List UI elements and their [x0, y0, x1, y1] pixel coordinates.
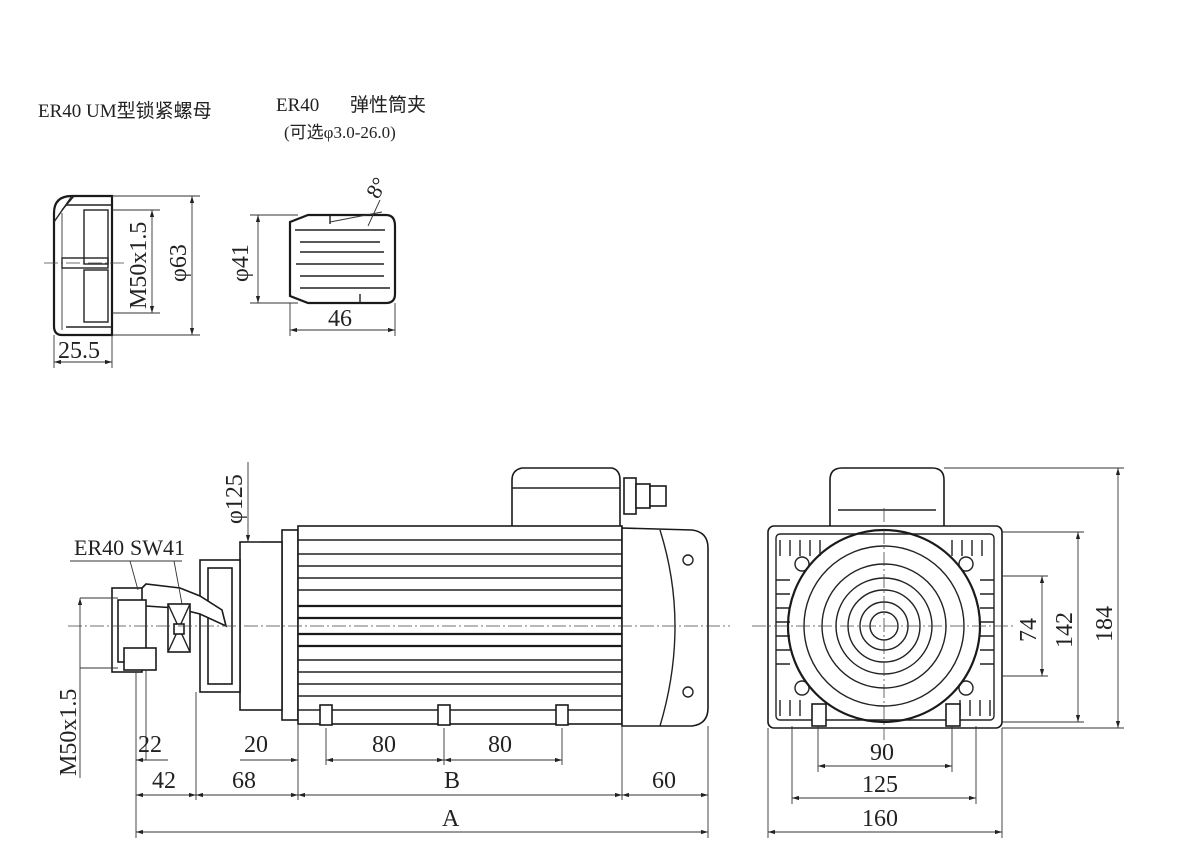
spindle-er-label: ER40: [74, 535, 124, 560]
dim-68: 68: [232, 768, 256, 794]
lock-nut-drawing: [44, 194, 200, 368]
side-view-dimensions: [70, 462, 709, 838]
dim-184: 184: [1092, 606, 1118, 642]
dim-80-second: 80: [488, 732, 512, 758]
spindle-side-view: [68, 467, 730, 727]
nut-title: ER40 UM型锁紧螺母: [38, 100, 212, 122]
end-view-dimensions: [767, 467, 1124, 838]
collet-diameter-dim: φ41: [228, 244, 254, 282]
side-thread-dim: M50x1.5: [56, 689, 82, 776]
collet-name: 弹性筒夹: [350, 94, 426, 116]
dim-142: 142: [1052, 612, 1078, 648]
dim-A: A: [442, 806, 460, 832]
dim-125: 125: [862, 772, 898, 798]
collet-drawing: [250, 199, 397, 336]
collet-length-dim: 46: [328, 306, 352, 332]
dim-74: 74: [1016, 618, 1042, 642]
collet-option: (可选φ3.0-26.0): [284, 123, 396, 142]
dim-80-first: 80: [372, 732, 396, 758]
nut-diameter-dim: φ63: [166, 244, 192, 282]
dim-22: 22: [138, 732, 162, 758]
spindle-sw-label: SW41: [130, 535, 185, 560]
dim-B: B: [444, 768, 460, 794]
flange-diameter-dim: φ125: [222, 474, 248, 524]
collet-angle-dim: 8°: [361, 173, 393, 203]
nut-thread-dim: M50x1.5: [126, 222, 152, 309]
dim-90: 90: [870, 740, 894, 766]
spindle-end-view: [752, 467, 1016, 740]
dim-160: 160: [862, 806, 898, 832]
nut-width-dim: 25.5: [58, 338, 100, 364]
dim-42: 42: [152, 768, 176, 794]
dim-60: 60: [652, 768, 676, 794]
dim-20: 20: [244, 732, 268, 758]
collet-title: ER40: [276, 95, 319, 116]
